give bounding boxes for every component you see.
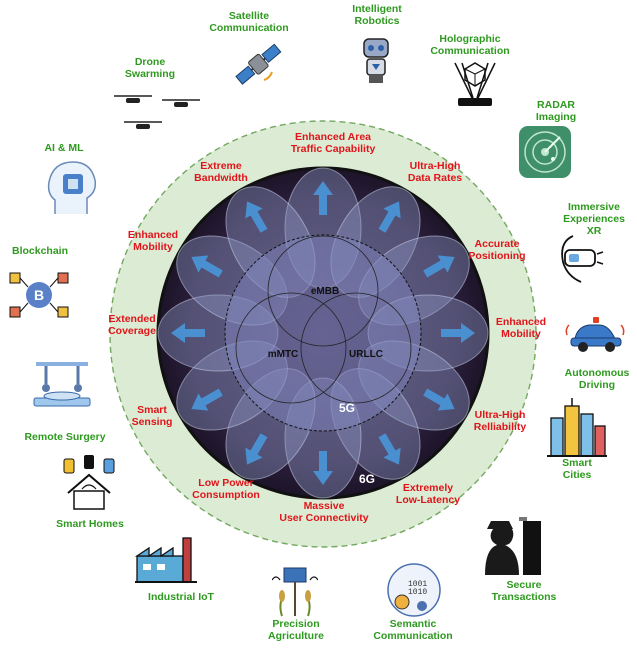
label-5g: 5G: [339, 401, 355, 415]
cap-traffic-capability: Enhanced Area Traffic Capability: [290, 131, 376, 155]
capability-arrow: [171, 323, 205, 343]
app-satellite: Satellite Communication: [209, 10, 289, 34]
app-semantic: Semantic Communication: [373, 618, 453, 642]
capability-arrow: [245, 201, 268, 233]
label-6g: 6G: [359, 472, 375, 486]
surgery-icon: [33, 362, 91, 407]
app-smart-homes: Smart Homes: [56, 518, 124, 530]
5g-core: [224, 234, 422, 432]
venn-circle-mmtc: [235, 292, 347, 404]
cap-mobility-right: Enhanced Mobility: [495, 316, 547, 340]
cap-low-latency: Extremely Low-Latency: [395, 482, 461, 506]
capability-arrow: [423, 255, 455, 278]
capability-arrow: [313, 181, 333, 215]
cap-low-power: Low Power Consumption: [192, 477, 260, 501]
capability-arrow: [378, 201, 401, 233]
blockchain-icon: B: [9, 272, 69, 318]
app-radar: RADAR Imaging: [535, 99, 577, 123]
cap-mobility-left: Enhanced Mobility: [127, 229, 179, 253]
capability-arrow: [441, 323, 475, 343]
cap-reliability: Ultra-High Relliability: [473, 409, 527, 433]
smart-home-icon: [63, 455, 115, 510]
satellite-icon: [235, 43, 282, 85]
capability-arrow: [191, 255, 223, 278]
app-industrial-iot: Industrial IoT: [148, 591, 214, 603]
app-ai-ml: AI & ML: [44, 142, 84, 154]
app-autonomous: Autonomous Driving: [564, 367, 630, 391]
app-agriculture: Precision Agriculture: [267, 618, 325, 642]
venn-circle-urllc: [300, 292, 412, 404]
drone-icon: [114, 95, 200, 129]
app-remote-surgery: Remote Surgery: [24, 431, 106, 443]
venn-circle-embb: [267, 235, 379, 347]
app-holographic: Holographic Communication: [430, 33, 510, 57]
capability-arrow: [191, 388, 223, 411]
agriculture-icon: [272, 567, 318, 617]
vr-headset-icon: [561, 235, 604, 283]
semantic-icon: 1001 1010: [387, 563, 441, 617]
svg-text:1010: 1010: [408, 588, 427, 597]
car-icon: [565, 317, 625, 352]
capability-arrow: [423, 388, 455, 411]
capability-arrow: [245, 433, 268, 465]
cap-positioning: Accurate Positioning: [468, 238, 526, 262]
radar-icon: [519, 126, 571, 178]
app-robotics: Intelligent Robotics: [352, 3, 402, 27]
app-blockchain: Blockchain: [11, 245, 69, 257]
svg-text:B: B: [34, 287, 44, 303]
venn-label-mmtc: mMTC: [268, 349, 299, 360]
venn-label-embb: eMBB: [311, 286, 339, 297]
app-drone: Drone Swarming: [124, 56, 176, 80]
svg-text:1001: 1001: [408, 580, 427, 589]
venn-label-urllc: URLLC: [349, 349, 383, 360]
app-xr: Immersive Experiences XR: [563, 201, 625, 237]
cap-data-rates: Ultra-High Data Rates: [407, 160, 463, 184]
capability-arrow: [378, 433, 401, 465]
capability-arrow: [313, 451, 333, 485]
spy-icon: [485, 517, 541, 575]
cap-bandwidth: Extreme Bandwidth: [194, 160, 248, 184]
city-icon: [547, 398, 607, 457]
app-smart-cities: Smart Cities: [562, 457, 592, 481]
factory-icon: [135, 537, 197, 583]
ai-head-icon: [47, 161, 97, 214]
hologram-icon: [454, 62, 496, 106]
cap-extended-coverage: Extended Coverage: [108, 313, 156, 337]
cap-connectivity: Massive User Connectivity: [279, 500, 369, 524]
cap-smart-sensing: Smart Sensing: [131, 404, 173, 428]
robot-icon: [363, 38, 389, 83]
app-secure-transactions: Secure Transactions: [491, 579, 557, 603]
